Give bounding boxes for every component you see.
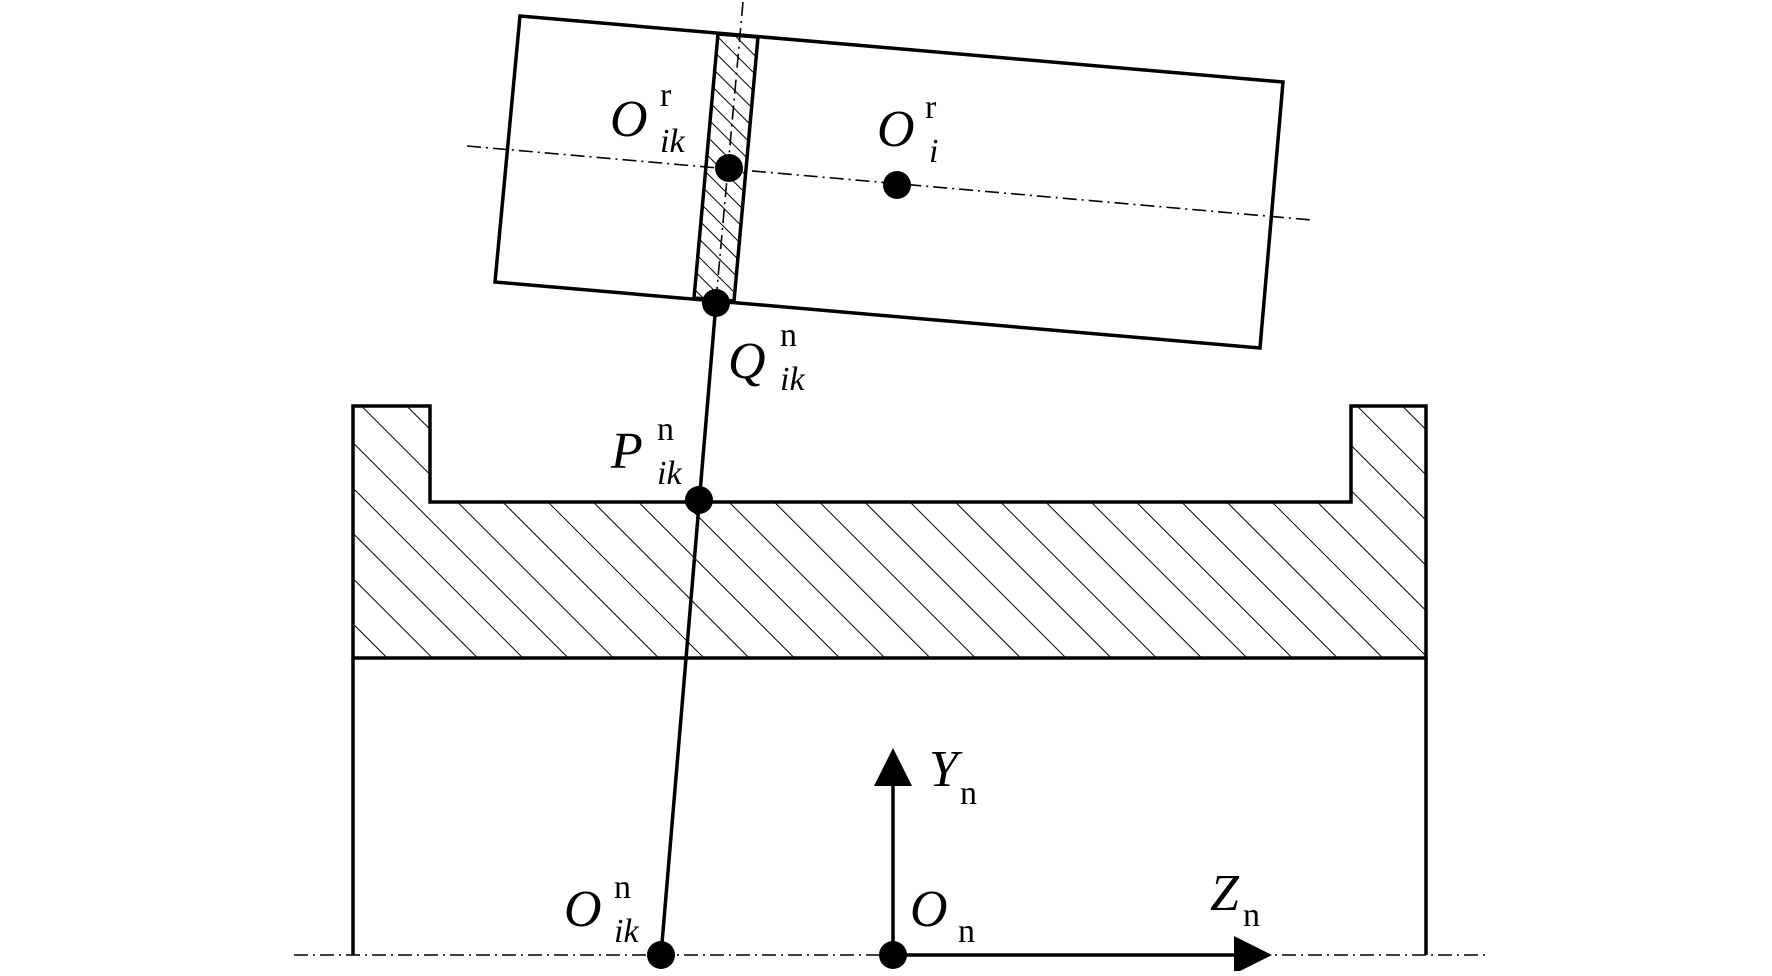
point-roller-center <box>883 171 911 199</box>
contact-normal-line <box>659 302 718 956</box>
label-z-axis: Z n <box>1210 865 1260 934</box>
slice-midplane-centerline <box>715 1 744 301</box>
svg-text:n: n <box>1243 897 1260 934</box>
svg-text:n: n <box>780 317 797 354</box>
point-contact-race <box>685 486 713 514</box>
svg-text:O: O <box>610 91 648 148</box>
svg-text:n: n <box>614 869 631 906</box>
svg-text:Y: Y <box>929 741 963 798</box>
y-axis-arrow <box>874 748 912 955</box>
label-contact-roller: Q n ik <box>728 317 805 398</box>
svg-text:ik: ik <box>780 361 805 398</box>
label-frame-origin: O n <box>910 881 975 950</box>
svg-text:r: r <box>660 77 672 114</box>
svg-text:ik: ik <box>657 455 682 492</box>
svg-text:n: n <box>960 775 977 812</box>
point-slice-origin <box>647 941 675 969</box>
outer-race-hatched-section <box>351 404 1428 660</box>
label-contact-race: P n ik <box>610 411 682 492</box>
z-axis-arrow <box>893 936 1272 974</box>
svg-text:n: n <box>958 913 975 950</box>
label-roller-center: O r i <box>877 89 938 170</box>
svg-text:ik: ik <box>614 913 639 950</box>
label-slice-center: O r ik <box>610 77 685 160</box>
svg-text:Z: Z <box>1210 865 1240 922</box>
label-y-axis: Y n <box>929 741 977 812</box>
point-slice-center <box>715 154 743 182</box>
svg-text:P: P <box>610 423 643 480</box>
svg-text:O: O <box>910 881 948 938</box>
outer-race <box>351 404 1428 955</box>
svg-text:r: r <box>925 89 937 126</box>
point-frame-origin <box>879 941 907 969</box>
svg-text:O: O <box>564 881 602 938</box>
svg-text:i: i <box>929 133 938 170</box>
svg-text:O: O <box>877 101 915 158</box>
point-contact-roller <box>702 289 730 317</box>
label-slice-origin: O n ik <box>564 869 639 950</box>
svg-text:n: n <box>657 411 674 448</box>
svg-text:ik: ik <box>660 123 685 160</box>
svg-text:Q: Q <box>728 333 766 390</box>
